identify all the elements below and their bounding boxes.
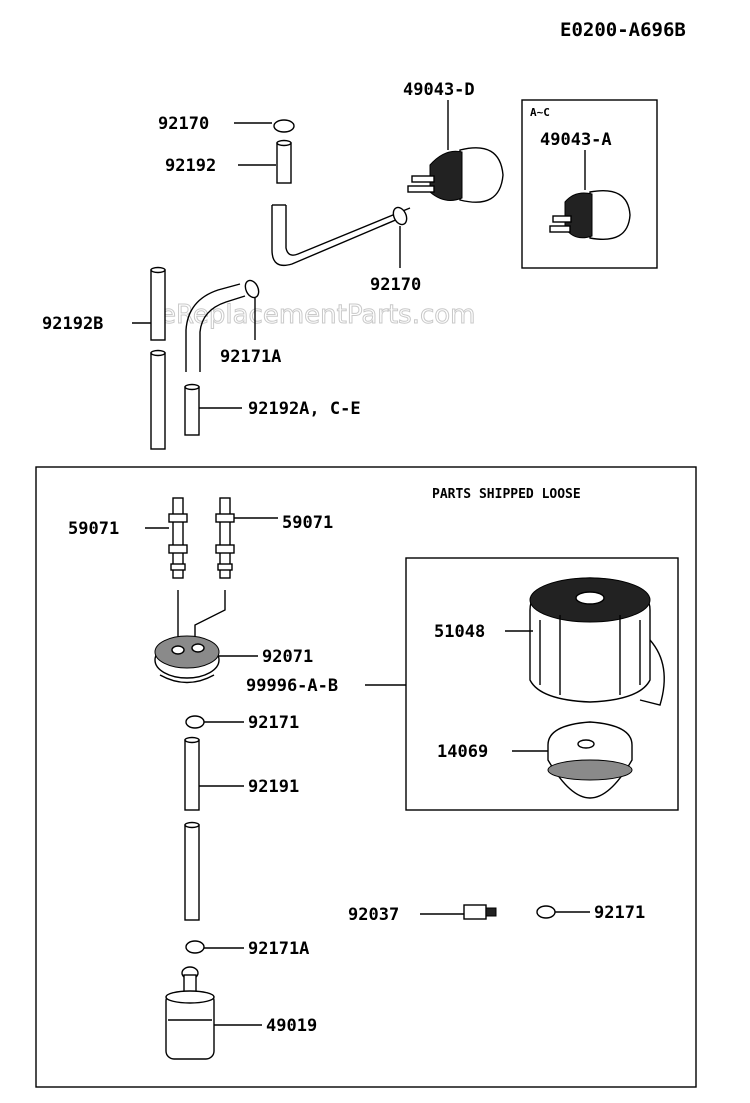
label-49043-a: 49043-A [540,130,612,150]
label-14069: 14069 [437,742,488,762]
tube-92192a[interactable] [184,383,200,436]
primer-bulb-49043-d[interactable] [407,147,504,203]
label-92037: 92037 [348,905,399,925]
tube-92192b[interactable] [150,266,166,450]
fuel-cap-51048[interactable] [529,577,665,706]
hose-92171a-curve[interactable] [185,283,246,372]
oring-92170-mid[interactable] [391,205,409,226]
oring-92171-a[interactable] [185,715,205,729]
filter-49019[interactable] [165,966,215,1060]
label-92171-b: 92171 [594,903,645,923]
inset-variant-box: A~C [521,99,658,269]
tube-92192[interactable] [276,139,292,184]
label-92171-a: 92171 [248,713,299,733]
label-92192: 92192 [165,156,216,176]
label-92171a-bottom: 92171A [248,939,309,959]
label-92171a-top: 92171A [220,347,281,367]
oring-92171a-top[interactable] [243,278,261,299]
grommet-92071[interactable] [154,635,220,684]
label-49043-d: 49043-D [403,80,475,100]
lower-assembly: 59071 59071 92071 99996-A-B 51048 14069 … [68,497,679,1060]
bent-hose[interactable] [271,204,411,267]
tube-92191[interactable] [184,736,200,921]
label-51048: 51048 [434,622,485,642]
fitting-59071-right[interactable] [215,497,235,579]
inset-variant-label: A~C [530,106,550,119]
oring-92170-top[interactable] [273,119,295,133]
label-49019: 49019 [266,1016,317,1036]
label-92192b: 92192B [42,314,103,334]
label-59071-right: 59071 [282,513,333,533]
label-92192a: 92192A, C-E [248,399,361,419]
loose-box-title: PARTS SHIPPED LOOSE [432,487,581,502]
cap-gasket-14069[interactable] [547,721,633,799]
diagram-code: E0200-A696B [560,19,686,41]
fitting-59071-left[interactable] [168,497,188,579]
label-92170-top: 92170 [158,114,209,134]
label-92191: 92191 [248,777,299,797]
label-92170-mid: 92170 [370,275,421,295]
label-99996: 99996-A-B [246,676,338,696]
lower-parts-box [35,466,697,1088]
upper-assembly: A~C [42,80,658,450]
label-92071: 92071 [262,647,313,667]
oring-92171a-bottom[interactable] [185,940,205,954]
oring-92171-b[interactable] [536,905,556,919]
watermark: eReplacementParts.com [160,300,476,330]
clamp-92037[interactable] [463,904,497,920]
cap-subassembly-box [405,557,679,811]
label-59071-left: 59071 [68,519,119,539]
primer-bulb-49043-a[interactable] [549,190,631,240]
